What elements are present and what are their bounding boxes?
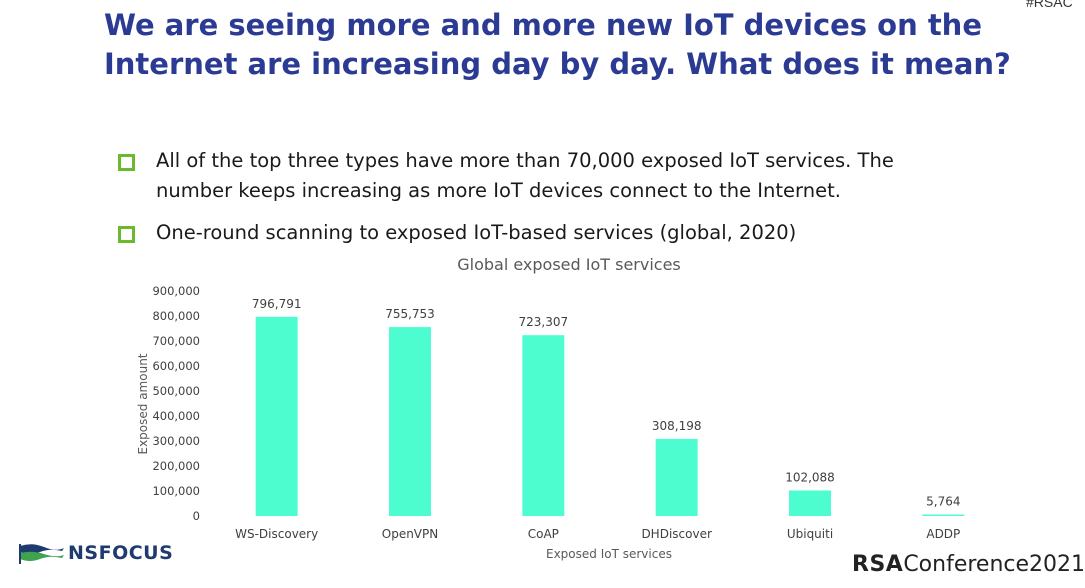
bullet-line: All of the top three types have more tha… (156, 149, 894, 172)
bar (922, 514, 965, 516)
nsfocus-logo-text: NSFOCUS (68, 542, 174, 564)
rsa-logo-rest: Conference2021 (903, 552, 1085, 577)
y-tick-label: 700,000 (152, 334, 200, 348)
slide-title-line: Internet are increasing day by day. What… (104, 47, 1011, 81)
x-tick-label: DHDiscover (641, 527, 712, 541)
x-tick-label: OpenVPN (382, 527, 438, 541)
y-tick-label: 900,000 (152, 284, 200, 298)
bar (389, 327, 431, 516)
chart-title: Global exposed IoT services (457, 255, 681, 274)
chart-x-axis-label: Exposed IoT services (546, 547, 672, 561)
bar (655, 438, 698, 516)
y-tick-label: 400,000 (152, 409, 200, 423)
bullet-text: One-round scanning to exposed IoT-based … (156, 218, 796, 248)
bullet-item: One-round scanning to exposed IoT-based … (118, 218, 1018, 248)
data-label: 102,088 (785, 470, 835, 484)
chart-y-axis-label: Exposed amount (136, 353, 150, 454)
chart-bars (255, 316, 965, 516)
square-bullet-icon (118, 226, 135, 243)
bullet-line: One-round scanning to exposed IoT-based … (156, 221, 797, 244)
data-label: 755,753 (385, 307, 435, 321)
x-tick-label: WS-Discovery (235, 527, 318, 541)
data-label: 5,764 (926, 495, 960, 509)
bar (522, 335, 565, 516)
data-label: 796,791 (252, 297, 302, 311)
hashtag-label: #RSAC (1026, 0, 1073, 10)
x-tick-label: Ubiquiti (787, 527, 833, 541)
rsa-conference-logo: RSAConference2021 (852, 552, 1085, 577)
bar (255, 316, 298, 516)
chart-y-ticks: 0 100,000 200,000 300,000 400,000 500,000 600,… (152, 284, 200, 523)
y-tick-label: 500,000 (152, 384, 200, 398)
slide-title-line: We are seeing more and more new IoT devi… (104, 8, 983, 42)
data-label: 723,307 (519, 315, 569, 329)
bullet-line: number keeps increasing as more IoT devi… (156, 179, 841, 202)
chart-x-ticks: WS-Discovery OpenVPN CoAP DHDiscover Ubiquit… (235, 527, 960, 541)
bullet-item: All of the top three types have more tha… (118, 146, 1018, 206)
square-bullet-icon (118, 154, 135, 171)
y-tick-label: 0 (193, 509, 200, 523)
x-tick-label: ADDP (926, 527, 960, 541)
rsa-logo-bold: RSA (852, 552, 904, 577)
bullet-text: All of the top three types have more tha… (156, 146, 894, 206)
y-tick-label: 600,000 (152, 359, 200, 373)
y-tick-label: 200,000 (152, 459, 200, 473)
bar (789, 490, 831, 516)
chart-data-labels: 796,791 755,753 723,307 308,198 102,088 5,764 (252, 297, 961, 509)
nsfocus-flag-icon (19, 544, 64, 564)
y-tick-label: 800,000 (152, 309, 200, 323)
bullet-list: All of the top three types have more tha… (118, 146, 1018, 260)
nsfocus-logo: NSFOCUS (18, 542, 173, 564)
data-label: 308,198 (652, 419, 702, 433)
slide-title: We are seeing more and more new IoT devi… (104, 6, 1011, 84)
y-tick-label: 300,000 (152, 434, 200, 448)
x-tick-label: CoAP (528, 527, 559, 541)
y-tick-label: 100,000 (152, 484, 200, 498)
